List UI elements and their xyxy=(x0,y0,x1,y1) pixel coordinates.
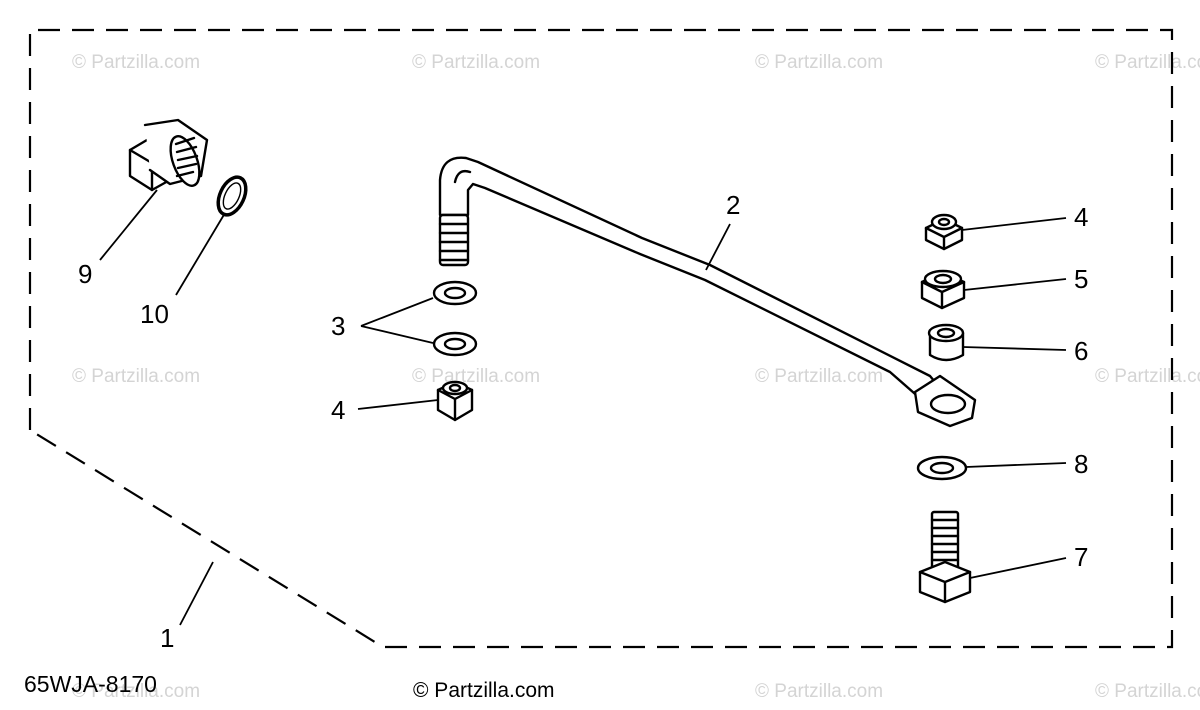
watermark: © Partzilla.com xyxy=(755,681,883,702)
watermark: © Partzilla.com xyxy=(412,52,540,73)
callout-9: 9 xyxy=(78,259,92,289)
watermark: © Partzilla.com xyxy=(755,52,883,73)
diagram-part-code: 65WJA-8170 xyxy=(24,671,157,697)
callout-3: 3 xyxy=(331,311,345,341)
part-3-washers xyxy=(432,280,478,357)
watermark: © Partzilla.com xyxy=(72,366,200,387)
callout-1: 1 xyxy=(160,623,174,653)
watermark: © Partzilla.com xyxy=(72,681,200,702)
leader-lines xyxy=(99,189,1067,626)
callout-10: 10 xyxy=(140,299,169,329)
part-4-left-nut xyxy=(436,380,474,422)
callout-5: 5 xyxy=(1074,264,1088,294)
callout-7: 7 xyxy=(1074,542,1088,572)
part-6-collar xyxy=(927,323,965,362)
watermark: © Partzilla.com xyxy=(412,366,540,387)
watermark: © Partzilla.com xyxy=(1095,366,1200,387)
copyright-notice: © Partzilla.com xyxy=(413,679,555,702)
part-5-hex-nut xyxy=(920,269,966,310)
callout-2: 2 xyxy=(726,190,740,220)
watermark: © Partzilla.com xyxy=(72,52,200,73)
kit-boundary xyxy=(28,28,1174,649)
watermark: © Partzilla.com xyxy=(1095,681,1200,702)
callout-4-left: 4 xyxy=(331,395,345,425)
part-7-bolt xyxy=(918,510,972,604)
watermark: © Partzilla.com xyxy=(1095,52,1200,73)
part-10-o-ring xyxy=(216,175,248,217)
callout-8: 8 xyxy=(1074,449,1088,479)
watermark: © Partzilla.com xyxy=(755,366,883,387)
callout-4-right: 4 xyxy=(1074,202,1088,232)
watermark-layer: © Partzilla.com © Partzilla.com © Partzi… xyxy=(72,52,1200,702)
part-9-nut xyxy=(128,118,209,192)
part-4-right-nut xyxy=(924,213,964,251)
part-2-link-rod xyxy=(438,156,977,428)
part-8-washer xyxy=(916,455,968,481)
callout-labels: 9 10 3 4 2 4 5 6 8 7 1 xyxy=(78,190,1088,653)
callout-6: 6 xyxy=(1074,336,1088,366)
